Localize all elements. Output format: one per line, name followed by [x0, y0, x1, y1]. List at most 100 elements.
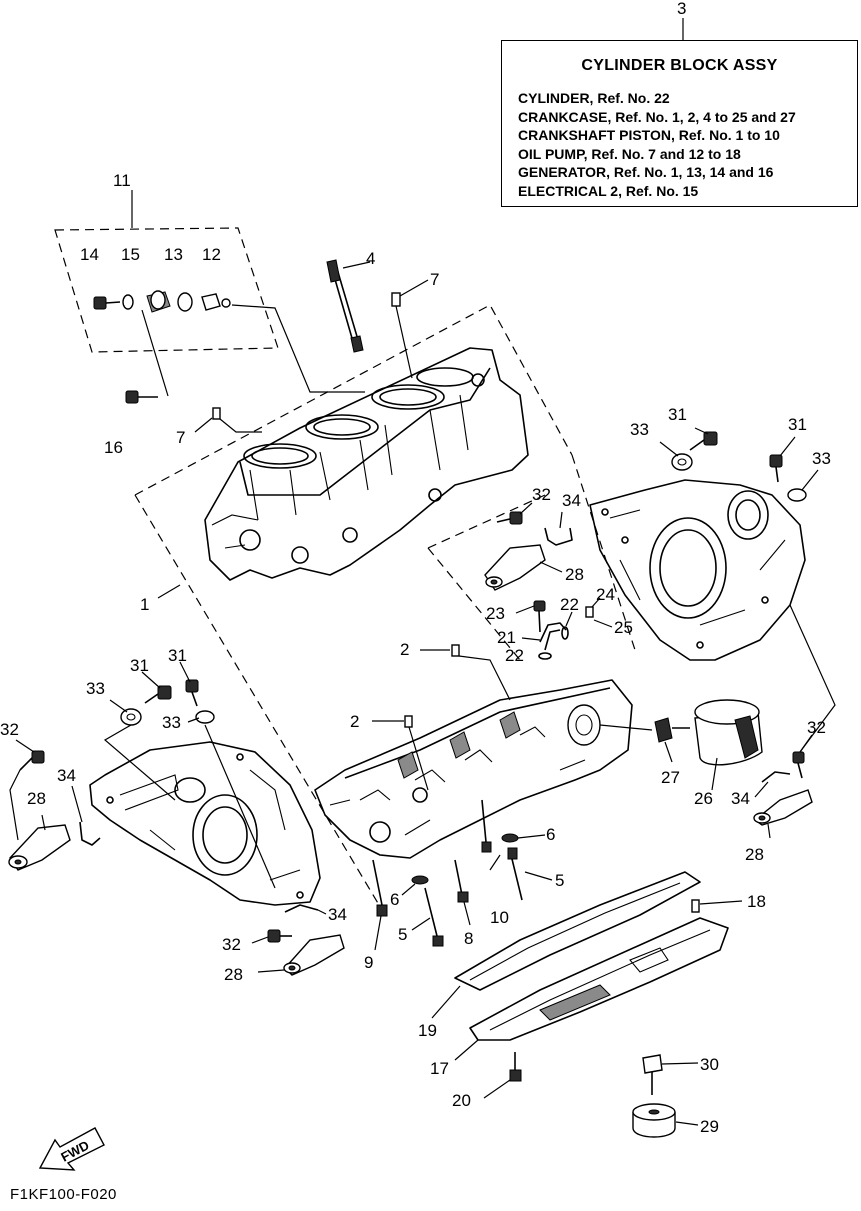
washer-33-lb-leader [187, 717, 200, 723]
assembly-line: CRANKCASE, Ref. No. 1, 2, 4 to 25 and 27 [518, 108, 796, 125]
callout: 7 [430, 270, 439, 289]
bracket-28-left-leader [41, 814, 46, 831]
bolt-32-lower [267, 929, 292, 943]
assembly-line: CYLINDER, Ref. No. 22 [518, 90, 670, 106]
callout: 24 [596, 585, 615, 604]
callout: 16 [104, 438, 123, 457]
bolt-31-right [769, 454, 783, 483]
callout: 10 [490, 908, 509, 927]
washer-33-left-b [195, 710, 215, 724]
oil-pump-group-box [54, 227, 279, 353]
callout: 28 [224, 965, 243, 984]
bracket-28-lower-leader [257, 969, 285, 973]
bracket-28-upper-leader [539, 561, 563, 573]
dowel-24 [585, 606, 594, 618]
drain-bolt-leader [483, 1079, 511, 1099]
callout: 27 [661, 768, 680, 787]
clip-34-upper [544, 527, 573, 546]
callout: 32 [807, 718, 826, 737]
bolt-32-upper-leader [519, 502, 533, 515]
bolt-23-leader [515, 605, 535, 614]
bolt-8-leader [463, 901, 471, 926]
callout: 25 [614, 618, 633, 637]
damper-29 [632, 1103, 676, 1138]
sensor-13 [146, 290, 193, 313]
clip-34-left-leader [71, 785, 83, 823]
callout: 15 [121, 245, 140, 264]
bolt-32-upper [496, 511, 523, 525]
dowel-18-leader [699, 900, 743, 905]
bolt-31-left-b [185, 679, 199, 707]
clip-34-right-leader [754, 781, 769, 798]
clip-34-right [761, 771, 791, 783]
washer-33-r-leader [801, 469, 819, 491]
bolt-9-leader [374, 915, 382, 951]
drain-bolt-20 [509, 1052, 522, 1082]
callout: 30 [700, 1055, 719, 1074]
callout: 7 [176, 428, 185, 447]
callout: 32 [532, 485, 551, 504]
dowel-7-left [212, 407, 262, 433]
bolt-10 [481, 799, 492, 853]
washer-33-l-leader [109, 699, 128, 713]
washer-6-left [411, 875, 429, 885]
dowel-2-upper [451, 644, 511, 701]
oil-filter-26 [694, 699, 763, 766]
dowel-2-lower [404, 715, 429, 791]
callout: 4 [366, 249, 375, 268]
callout: 34 [57, 766, 76, 785]
callout: 31 [130, 656, 149, 675]
pipe-21-leader [521, 637, 541, 641]
plug-12-to-block-leader [231, 304, 365, 393]
washer-6-l-leader [401, 883, 416, 896]
callout: 34 [328, 905, 347, 924]
dowel-7-left-leader [194, 417, 213, 433]
bolt-32-lower-leader [251, 936, 269, 944]
cylinder-block [204, 347, 529, 581]
callout: 22 [560, 595, 579, 614]
callout: 23 [486, 604, 505, 623]
pipe-21 [539, 622, 567, 651]
lower-case-group-box-right [571, 454, 636, 651]
bolt-32-left [19, 750, 45, 771]
callout: 8 [464, 929, 473, 948]
assy-ref-number: 3 [677, 0, 686, 18]
callout: 31 [668, 405, 687, 424]
callout: 19 [418, 1021, 437, 1040]
bolt-31-rt-leader [694, 427, 709, 435]
bolt-31-right-top [689, 431, 718, 451]
callout: 28 [565, 565, 584, 584]
crankcase-group-box-left [134, 494, 386, 916]
callout: 29 [700, 1117, 719, 1136]
callout: 20 [452, 1091, 471, 1110]
callout: 31 [788, 415, 807, 434]
fwd-label: FWD [58, 1138, 91, 1165]
o-ring-22-top [561, 626, 569, 640]
bolt-32-left-leader [15, 739, 35, 753]
callout: 9 [364, 953, 373, 972]
bolt-31-r-leader [779, 436, 796, 457]
bracket-28-upper [484, 544, 546, 591]
callout: 6 [390, 890, 399, 909]
bolt-14 [93, 296, 121, 310]
assembly-line: OIL PUMP, Ref. No. 7 and 12 to 18 [518, 145, 741, 162]
lower-crankcase [314, 679, 633, 859]
clip-34-left [79, 821, 101, 846]
washer-33-rt-leader [659, 441, 679, 457]
plug-12 [201, 293, 231, 311]
assembly-info-box: CYLINDER BLOCK ASSY CYLINDER, Ref. No. 2… [501, 40, 858, 207]
washer-6-right [501, 833, 519, 843]
lower-case-group-box-top [427, 494, 546, 549]
callout: 34 [562, 491, 581, 510]
dowel-7-top [391, 292, 413, 379]
bracket-28-left [8, 824, 71, 871]
callout: 21 [497, 628, 516, 647]
oil-filter-leader [711, 757, 718, 791]
clip-34-lower [284, 904, 319, 913]
callout: 13 [164, 245, 183, 264]
washer-33-right-top [671, 453, 693, 471]
washer-33-l-line [103, 724, 176, 801]
bolt-30 [642, 1054, 663, 1095]
bracket-28-right [753, 789, 813, 826]
